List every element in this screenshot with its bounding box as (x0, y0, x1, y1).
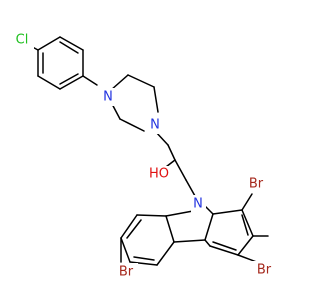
br-3-label: Br (252, 261, 276, 279)
carbazole-core (120, 193, 269, 266)
n-pip-left-atom-label: N (103, 90, 113, 105)
hydroxyl-atom-label: HO (149, 167, 169, 182)
cl-atom-label: Cl (16, 33, 29, 48)
br-6-label: Br (114, 263, 138, 281)
chemical-structure-diagram: Cl N N HO N Br Br Br (10, 31, 276, 281)
br-6-atom-label: Br (119, 265, 134, 280)
n-pip-left-label: N (101, 88, 116, 106)
n-carbazole-label: N (191, 195, 206, 213)
propanol-linker (154, 130, 196, 197)
br-3-atom-label: Br (257, 263, 272, 278)
chlorophenyl-ring (24, 36, 98, 90)
br-1-label: Br (244, 175, 268, 193)
cl-label: Cl (10, 31, 34, 49)
n-carbazole-atom-label: N (193, 197, 203, 212)
br-1-atom-label: Br (249, 177, 264, 192)
n-pip-right-label: N (148, 116, 163, 134)
n-pip-right-atom-label: N (150, 118, 160, 133)
piperazine-ring (110, 74, 159, 132)
hydroxyl-label: HO (145, 166, 173, 184)
